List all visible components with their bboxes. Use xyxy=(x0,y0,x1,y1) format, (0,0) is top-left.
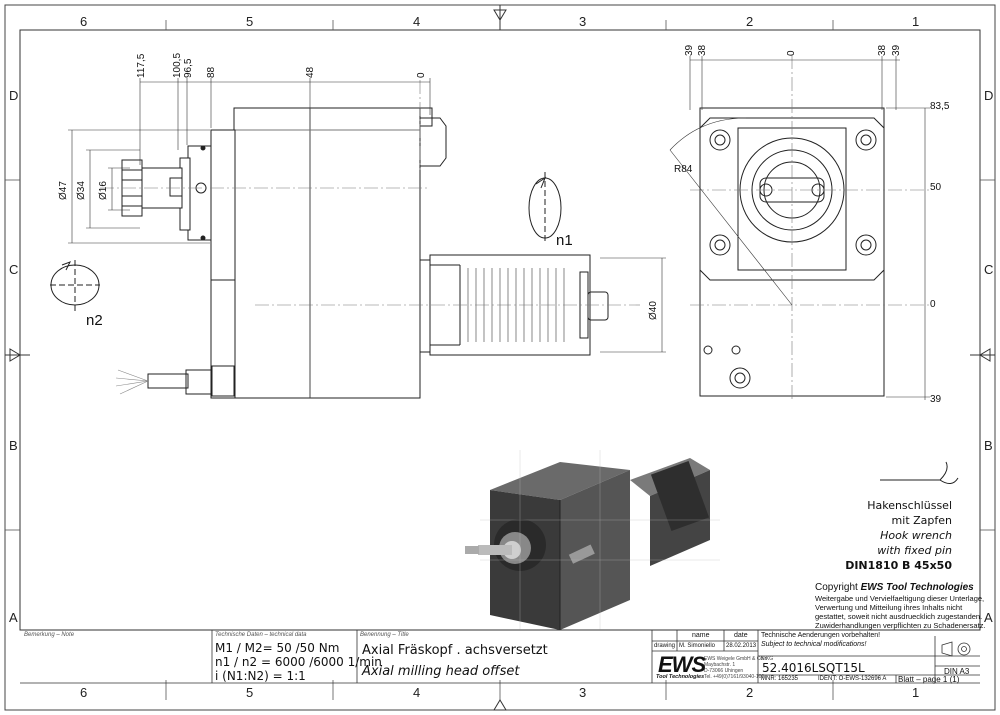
hook-wrench-note: Hakenschlüssel mit Zapfen Hook wrench wi… xyxy=(840,498,952,573)
front-view xyxy=(121,107,609,399)
zone-row-d-right: D xyxy=(984,88,994,103)
iso-grid xyxy=(480,450,720,630)
company-address: EWS Weigele GmbH & Co. KG Maybachstr. 1 … xyxy=(704,656,773,680)
zone-col-2-bottom: 2 xyxy=(746,685,754,700)
copyright-prefix: Copyright xyxy=(815,582,861,593)
bemerkung-label: Bemerkung – Note xyxy=(24,632,75,638)
isometric-view xyxy=(465,458,710,630)
copyright-line-2: Verwertung und Mitteilung ihres Inhalts … xyxy=(815,603,963,612)
address-line-1: EWS Weigele GmbH & Co. KG xyxy=(704,656,774,662)
dim-dia-34: Ø34 xyxy=(76,181,87,200)
dim-48: 48 xyxy=(305,66,316,78)
zone-col-6-top: 6 xyxy=(80,14,88,29)
dim-96-5: 96,5 xyxy=(183,58,194,78)
dim-dia-40: Ø40 xyxy=(648,301,659,320)
zone-col-6-bottom: 6 xyxy=(80,685,88,700)
hook-wrench-sketch xyxy=(880,461,959,484)
dim-side-0-right: 0 xyxy=(930,299,936,310)
benennung-label: Benennung – Title xyxy=(360,632,409,638)
zone-col-2-top: 2 xyxy=(746,14,754,29)
zone-row-a-right: A xyxy=(984,610,993,625)
dim-dia-16: Ø16 xyxy=(98,181,109,200)
centering-marks xyxy=(5,5,995,711)
dim-100-5: 100,5 xyxy=(172,52,183,78)
zone-row-b-right: B xyxy=(984,438,993,453)
address-line-3: D-73066 Uhingen xyxy=(704,668,744,674)
part-number: 52.4016LSQT15L xyxy=(762,661,865,675)
zone-row-a-left: A xyxy=(9,610,18,625)
centerlines-front xyxy=(100,80,640,306)
techdata-label: Technische Daten – technical data xyxy=(215,632,307,638)
copyright-text: Weitergabe und Vervielfaeltigung dieser … xyxy=(815,594,986,630)
dim-side-38-left: 38 xyxy=(697,44,708,56)
title-english: Axial milling head offset xyxy=(362,664,520,679)
ews-logo-subtitle: Tool Technologies xyxy=(656,674,705,680)
tech-line-torque: M1 / M2= 50 /50 Nm xyxy=(215,641,340,655)
zone-row-c-right: C xyxy=(984,262,994,277)
wrench-note-de-1: Hakenschlüssel xyxy=(867,499,952,512)
name-header: name xyxy=(692,632,710,639)
label-n1: n1 xyxy=(556,232,573,249)
changes-german: Technische Aenderungen vorbehalten! xyxy=(761,632,881,639)
drawing-date: 28.02.2013 xyxy=(726,643,757,649)
ews-logo: EWS xyxy=(658,652,706,677)
zone-col-1-top: 1 xyxy=(912,14,920,29)
coolant-spray xyxy=(115,369,149,395)
dimension-lines-left xyxy=(68,129,666,353)
changes-english: Subject to technical modifications! xyxy=(761,641,867,648)
page-indicator: Blatt – page 1 (1) xyxy=(898,675,960,684)
zone-col-3-top: 3 xyxy=(579,14,587,29)
copyright-brand: EWS Tool Technologies xyxy=(860,582,974,593)
centerlines-side xyxy=(690,55,930,400)
dim-radius-r84: R84 xyxy=(674,164,693,175)
title-block-lines xyxy=(20,629,980,684)
copyright-title: Copyright EWS Tool Technologies xyxy=(815,582,974,593)
mnr-number: MNR: 165235 xyxy=(761,676,799,682)
zone-row-c-left: C xyxy=(9,262,19,277)
tech-line-speed: n1 / n2 = 6000 /6000 1/min xyxy=(215,655,382,669)
dim-0-front: 0 xyxy=(416,72,427,78)
dim-side-39-right: 39 xyxy=(891,44,902,56)
dim-side-0-top: 0 xyxy=(786,50,797,56)
dim-side-39-left: 39 xyxy=(684,44,695,56)
label-n2: n2 xyxy=(86,312,103,329)
dim-117-5: 117,5 xyxy=(136,53,147,78)
zone-row-d-left: D xyxy=(9,88,19,103)
wrench-note-de-2: mit Zapfen xyxy=(891,514,952,527)
zone-col-4-bottom: 4 xyxy=(413,685,421,700)
address-line-4: Tel. +49(0)7161/93040-100 xyxy=(704,674,765,680)
copyright-line-1: Weitergabe und Vervielfaeltigung dieser … xyxy=(815,594,985,603)
drawing-label: drawing xyxy=(654,643,676,649)
zone-col-1-bottom: 1 xyxy=(912,685,920,700)
part-number-label: Nr. xyxy=(761,656,768,662)
zone-col-5-top: 5 xyxy=(246,14,254,29)
copyright-line-4: Zuwiderhandlungen verpflichten zu Schade… xyxy=(815,621,986,630)
dim-side-38-right: 38 xyxy=(877,44,888,56)
dim-side-83-5: 83,5 xyxy=(930,101,950,112)
date-header: date xyxy=(734,632,748,639)
dim-88: 88 xyxy=(206,66,217,78)
dim-side-39-bottom: 39 xyxy=(930,394,942,405)
dimension-lines-side xyxy=(669,56,930,400)
zone-row-b-left: B xyxy=(9,438,18,453)
title-german: Axial Fräskopf . achsversetzt xyxy=(362,643,548,658)
copyright-line-3: gestattet, soweit nicht ausdruecklich zu… xyxy=(815,612,983,621)
zone-col-4-top: 4 xyxy=(413,14,421,29)
rotation-symbols xyxy=(50,172,562,312)
zone-col-5-bottom: 5 xyxy=(246,685,254,700)
wrench-note-din: DIN1810 B 45x50 xyxy=(845,559,952,572)
zone-col-3-bottom: 3 xyxy=(579,685,587,700)
ident-number: IDENT: O-EWS-132696 A xyxy=(818,676,887,682)
dim-dia-47: Ø47 xyxy=(58,181,69,200)
dim-side-50: 50 xyxy=(930,182,942,193)
address-line-2: Maybachstr. 1 xyxy=(704,662,736,668)
tech-line-ratio: i (N1:N2) = 1:1 xyxy=(215,669,306,683)
drawer-name: M. Simoniello xyxy=(679,643,716,649)
dimension-lines-top xyxy=(139,78,431,165)
wrench-note-en-2: with fixed pin xyxy=(877,544,952,557)
wrench-note-en-1: Hook wrench xyxy=(880,529,952,542)
din-format: DIN A3 xyxy=(944,667,970,676)
